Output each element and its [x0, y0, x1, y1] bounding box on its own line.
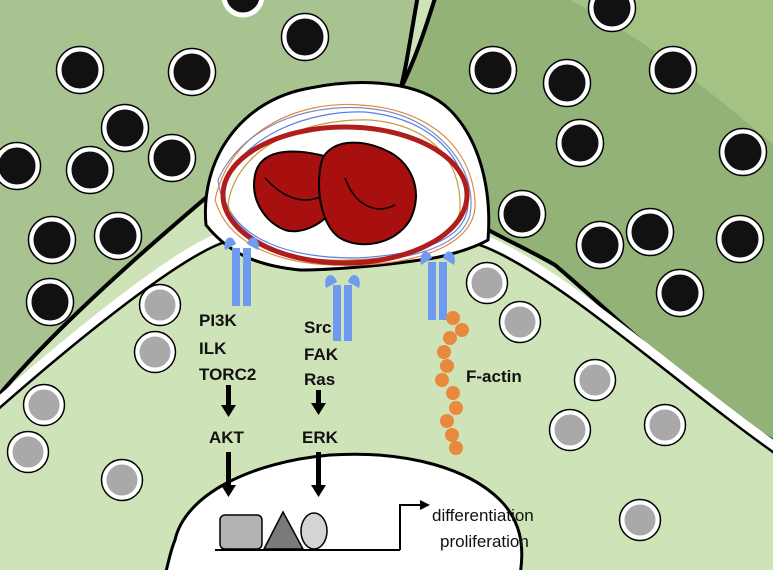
actin-filament-icon	[435, 311, 469, 455]
akt-label: AKT	[209, 428, 245, 447]
nucleus-envelope	[220, 124, 470, 266]
ilk-label: ILK	[199, 339, 227, 358]
transcription-factor-icon	[219, 510, 328, 550]
ras-label: Ras	[304, 370, 335, 389]
torc2-label: TORC2	[199, 365, 256, 384]
erk-label: ERK	[302, 428, 339, 447]
transcription-start-arrow-icon	[399, 504, 422, 550]
receptor-icon	[224, 237, 455, 341]
output-differentiation: differentiation	[432, 506, 534, 525]
src-label: Src	[304, 318, 331, 337]
pi3k-label: PI3K	[199, 311, 238, 330]
src-pathway: Src FAK Ras ERK	[302, 318, 339, 447]
f-actin-label: F-actin	[466, 367, 522, 386]
arrow-down-icon	[221, 385, 326, 497]
output-proliferation: proliferation	[440, 532, 529, 551]
dark-granules	[0, 0, 767, 326]
light-granules	[7, 262, 686, 541]
fak-label: FAK	[304, 345, 339, 364]
cytoplasm-organelles	[253, 141, 417, 246]
pi3k-pathway: PI3K ILK TORC2 AKT	[199, 311, 256, 447]
